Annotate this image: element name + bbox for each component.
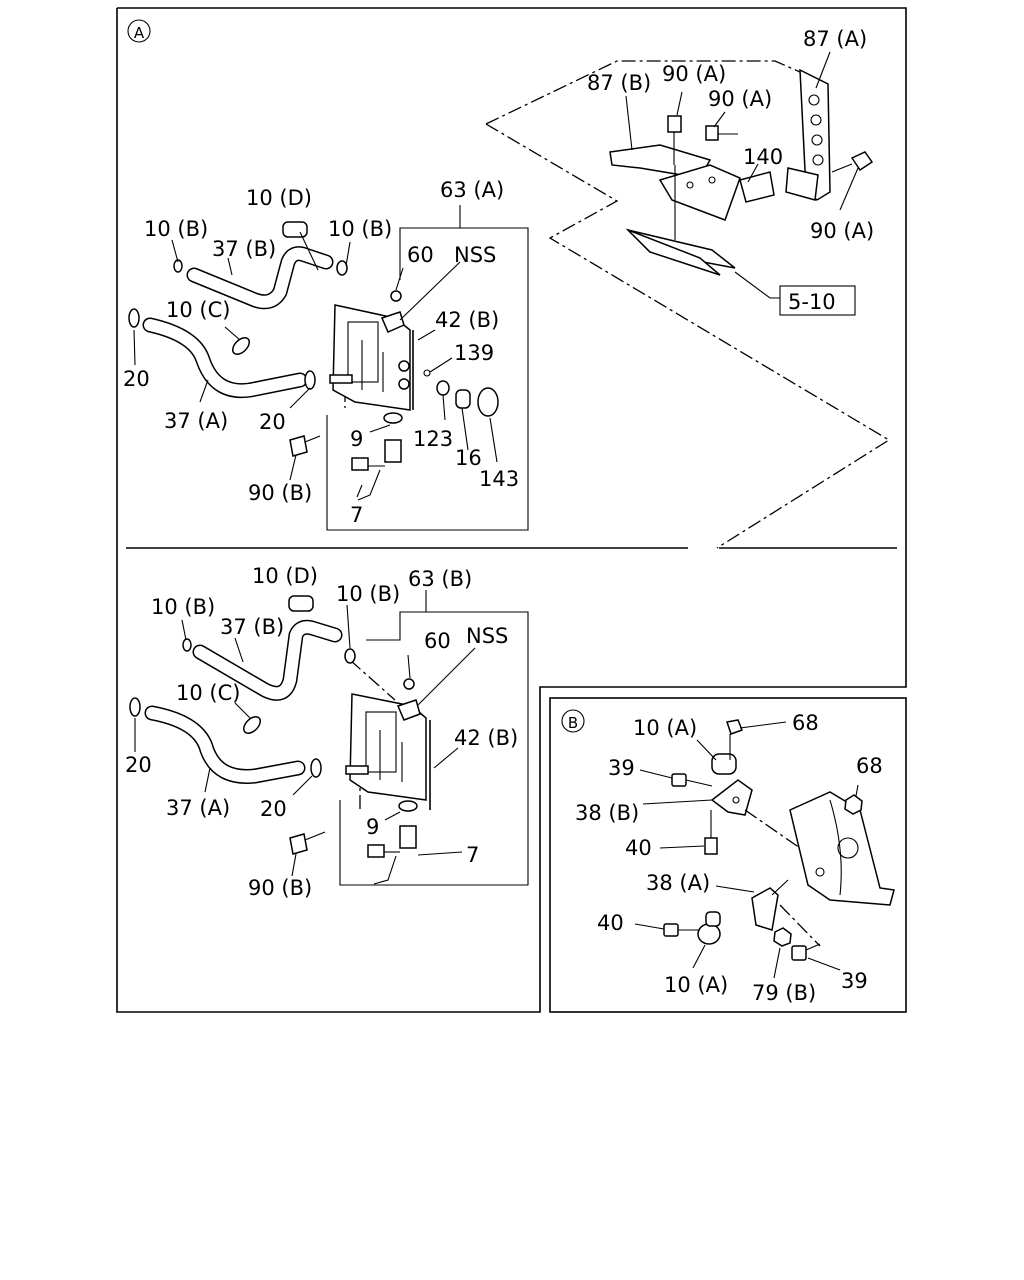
label-38a: 38 (A): [646, 871, 710, 895]
label-37b: 37 (B): [212, 237, 276, 261]
label-79b: 79 (B): [752, 981, 816, 1005]
label-7: 7: [350, 503, 363, 527]
label-90b: 90 (B): [248, 481, 312, 505]
label-68: 68: [856, 754, 883, 778]
label-37a: 37 (A): [166, 796, 230, 820]
label-60: 60: [407, 243, 434, 267]
label-143: 143: [479, 467, 519, 491]
label-90a: 90 (A): [662, 62, 726, 86]
frame-section-a: [116, 7, 907, 1013]
label-90a: 90 (A): [708, 87, 772, 111]
label-40: 40: [597, 911, 624, 935]
label-68: 68: [792, 711, 819, 735]
label-90b: 90 (B): [248, 876, 312, 900]
label-nss: NSS: [466, 624, 508, 648]
svg-text:A: A: [134, 24, 145, 42]
label-90a: 90 (A): [810, 219, 874, 243]
mount-bracket-assembly: [634, 719, 895, 979]
label-7: 7: [466, 843, 479, 867]
label-10a: 10 (A): [633, 716, 697, 740]
label-10c: 10 (C): [166, 298, 230, 322]
frame-ref-box: [779, 285, 856, 316]
tank-assembly-63a: [128, 205, 529, 531]
label-39: 39: [608, 756, 635, 780]
marker-b: B: [561, 709, 585, 733]
label-87b: 87 (B): [587, 71, 651, 95]
label-9: 9: [350, 427, 363, 451]
label-10d: 10 (D): [252, 564, 318, 588]
label-10b: 10 (B): [336, 582, 400, 606]
label-20: 20: [260, 797, 287, 821]
label-10d: 10 (D): [246, 186, 312, 210]
label-38b: 38 (B): [575, 801, 639, 825]
label-5-10: 5-10: [788, 290, 836, 314]
label-39: 39: [841, 969, 868, 993]
label-140: 140: [743, 145, 783, 169]
label-60: 60: [424, 629, 451, 653]
label-10b: 10 (B): [151, 595, 215, 619]
label-40: 40: [625, 836, 652, 860]
tank-assembly-63b: [129, 590, 529, 886]
label-20: 20: [259, 410, 286, 434]
label-9: 9: [366, 815, 379, 839]
label-87a: 87 (A): [803, 27, 867, 51]
label-20: 20: [123, 367, 150, 391]
label-123: 123: [413, 427, 453, 451]
label-10a: 10 (A): [664, 973, 728, 997]
svg-text:B: B: [568, 714, 578, 732]
marker-a: A: [127, 19, 151, 43]
label-63b: 63 (B): [408, 567, 472, 591]
label-37a: 37 (A): [164, 409, 228, 433]
label-16: 16: [455, 446, 482, 470]
label-nss: NSS: [454, 243, 496, 267]
label-10b: 10 (B): [144, 217, 208, 241]
frame-bracket-assembly: [485, 51, 891, 549]
label-10c: 10 (C): [176, 681, 240, 705]
frame-section-b: [549, 697, 907, 1013]
label-20: 20: [125, 753, 152, 777]
label-139: 139: [454, 341, 494, 365]
label-10b: 10 (B): [328, 217, 392, 241]
label-42b: 42 (B): [454, 726, 518, 750]
label-63a: 63 (A): [440, 178, 504, 202]
label-42b: 42 (B): [435, 308, 499, 332]
label-37b: 37 (B): [220, 615, 284, 639]
